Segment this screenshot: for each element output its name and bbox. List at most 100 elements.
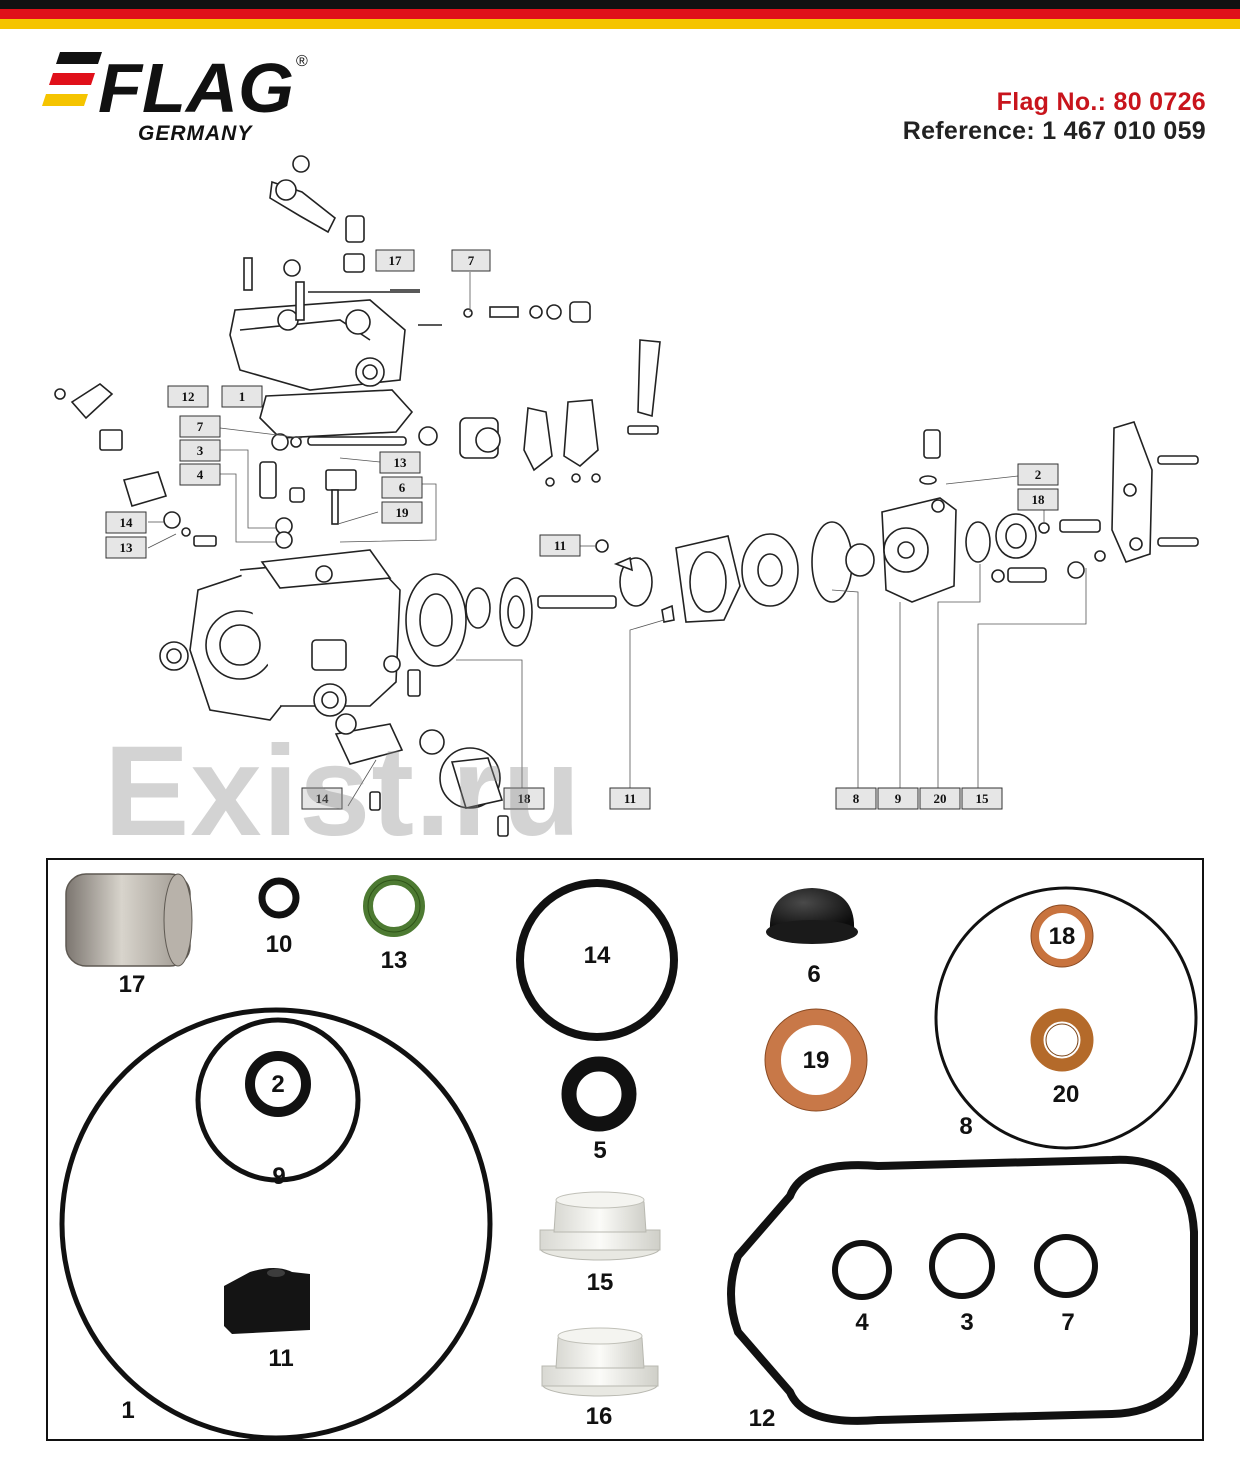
svg-text:9: 9 [895,791,902,806]
part-20-copper-washer: 20 [1030,1008,1094,1108]
part-1-o-ring: 1 [59,1007,493,1439]
svg-text:13: 13 [394,455,408,470]
svg-text:4: 4 [197,467,204,482]
callout-2: 2 [1017,463,1059,486]
callout-1: 1 [221,385,263,408]
callout-13-left: 13 [105,536,147,559]
callout-14-left: 14 [105,511,147,534]
callout-11-bottom: 11 [609,787,651,810]
flag-band-gold [0,19,1240,29]
svg-text:13: 13 [120,540,134,555]
callout-3: 3 [179,439,221,462]
watermark: Exist.ru [104,720,582,863]
pump-housing [189,461,509,837]
part-13-label: 13 [381,947,408,974]
part-8-label: 8 [959,1113,972,1140]
svg-text:6: 6 [399,480,406,495]
svg-text:2: 2 [1035,467,1042,482]
part-3-label: 3 [960,1309,973,1336]
callout-18-bottom: 18 [503,787,545,810]
flag-number: Flag No.: 80 0726 [996,88,1206,116]
part-7-label: 7 [1061,1309,1074,1336]
svg-text:3: 3 [197,443,204,458]
part-20-label: 20 [1053,1081,1080,1108]
part-9-o-ring: 9 [195,1017,361,1190]
part-12-cover-gasket: 12 [727,1155,1198,1432]
svg-text:18: 18 [1032,492,1046,507]
part-15-label: 15 [587,1269,614,1296]
part-7-o-ring: 7 [1034,1234,1098,1336]
part-6-rubber-cap: 6 [766,888,858,988]
reference-number: Reference: 1 467 010 059 [902,117,1206,145]
part-15-plastic-cap: 15 [539,1191,661,1296]
governor-cover-assembly [229,155,591,391]
part-19-label: 19 [803,1047,830,1074]
svg-text:8: 8 [853,791,860,806]
part-2-o-ring: 2 [245,1051,311,1117]
callout-labels: 17 7 12 1 7 3 4 13 6 19 14 13 11 2 18 14… [105,249,1059,810]
part-5-label: 5 [593,1137,606,1164]
flag-band-red [0,9,1240,19]
cover-gasket [259,389,414,439]
callout-13-top: 13 [379,451,421,474]
part-10-label: 10 [266,931,293,958]
callout-17: 17 [375,249,415,272]
callout-leader-lines [147,261,1087,807]
part-13-green-o-ring: 13 [363,875,425,974]
part-14-label: 14 [584,942,611,969]
callout-7-top: 7 [451,249,491,272]
svg-text:14: 14 [120,515,134,530]
flag-germany-logo: FLAG ® GERMANY [42,49,308,145]
svg-text:18: 18 [518,791,532,806]
part-1-label: 1 [121,1397,134,1424]
callout-12: 12 [167,385,209,408]
exploded-view-diagram: 17 7 12 1 7 3 4 13 6 19 14 13 11 2 18 14… [54,155,1199,837]
part-2-label: 2 [271,1071,284,1098]
part-17-sleeve: 17 [65,873,193,998]
svg-text:7: 7 [468,253,475,268]
part-3-o-ring: 3 [929,1233,995,1336]
callout-11-mid: 11 [539,534,581,557]
part-9-label: 9 [272,1163,285,1190]
part-16-label: 16 [586,1403,613,1430]
svg-text:1: 1 [239,389,246,404]
part-5-o-ring: 5 [561,1056,637,1164]
governor-linkage [271,339,661,487]
part-4-label: 4 [855,1309,869,1336]
part-8-o-ring: 8 [934,886,1198,1150]
part-18-label: 18 [1049,923,1076,950]
part-19-copper-washer: 19 [764,1008,868,1112]
callout-4: 4 [179,463,221,486]
svg-text:14: 14 [316,791,330,806]
part-10-o-ring: 10 [258,877,300,958]
svg-text:17: 17 [389,253,403,268]
part-12-label: 12 [749,1405,776,1432]
parts-kit-panel: 17 10 13 14 6 8 [46,858,1204,1441]
callout-6: 6 [381,476,423,499]
part-6-label: 6 [807,961,820,988]
callout-20: 20 [919,787,961,810]
logo-wordmark: FLAG [98,49,294,127]
callout-15: 15 [961,787,1003,810]
part-11-label: 11 [268,1345,293,1372]
shutoff-lever [54,383,217,671]
logo-country: GERMANY [138,122,253,145]
svg-text:20: 20 [934,791,947,806]
part-4-o-ring: 4 [832,1240,892,1336]
drive-shaft-train [405,521,875,667]
distributor-head [881,421,1199,603]
callout-7-mid: 7 [179,415,221,438]
svg-text:15: 15 [976,791,990,806]
callout-9: 9 [877,787,919,810]
svg-text:19: 19 [396,505,410,520]
callout-8: 8 [835,787,877,810]
flag-band-black [0,0,1240,9]
svg-text:11: 11 [554,538,566,553]
part-18-copper-washer: 18 [1030,904,1094,968]
registered-mark: ® [296,53,308,70]
part-16-plastic-cap: 16 [541,1327,659,1430]
callout-14-bottom: 14 [301,787,343,810]
part-17-label: 17 [119,971,146,998]
svg-text:11: 11 [624,791,636,806]
part-11-rubber-block: 11 [224,1268,310,1372]
